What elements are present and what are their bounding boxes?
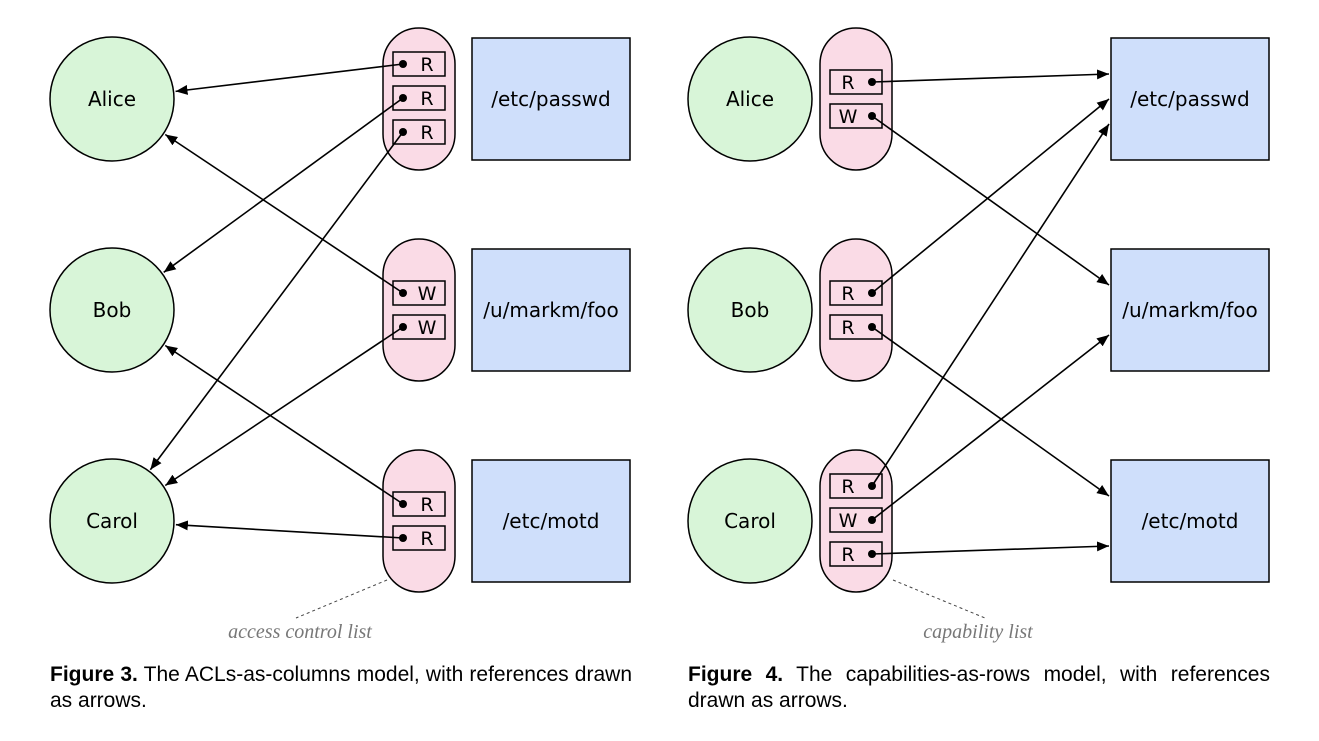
object-node-etc-motd: /etc/motd	[471, 459, 631, 583]
permission-label: R	[841, 72, 854, 94]
subject-node-bob: Bob	[687, 247, 813, 373]
subject-label: Bob	[93, 298, 132, 322]
permission-cell-r: R	[392, 525, 446, 551]
object-box	[1110, 459, 1270, 583]
capability-list-alice	[819, 27, 893, 171]
object-node-u-markm-foo: /u/markm/foo	[1110, 248, 1270, 372]
permission-label: R	[420, 528, 433, 550]
annotation-pointer	[892, 579, 986, 619]
permission-label: W	[839, 106, 858, 128]
reference-arrow	[164, 133, 404, 294]
object-label: /u/markm/foo	[1122, 298, 1257, 322]
permission-cell-box	[829, 314, 883, 340]
reference-arrow	[871, 123, 1110, 487]
permission-label: R	[420, 494, 433, 516]
reference-arrow	[871, 326, 1110, 497]
reference-arrow	[871, 98, 1110, 294]
annotation-pointer	[295, 579, 388, 619]
permission-cell-box	[829, 103, 883, 129]
permission-cell-box	[392, 119, 446, 145]
figure-4-caption-label: Figure 4.	[688, 663, 784, 686]
subject-label: Alice	[726, 87, 774, 111]
permission-cell-r: R	[392, 491, 446, 517]
subject-circle	[687, 458, 813, 584]
permission-cell-box	[829, 280, 883, 306]
object-label: /etc/passwd	[491, 87, 610, 111]
reference-arrow	[164, 326, 404, 487]
figure-4-caption-text: The capabilities-as-rows model, with ref…	[688, 663, 1270, 712]
subject-node-alice: Alice	[687, 36, 813, 162]
subject-label: Alice	[88, 87, 136, 111]
object-box	[471, 459, 631, 583]
figure-3-caption: Figure 3. The ACLs-as-columns model, wit…	[50, 662, 632, 714]
subject-circle	[49, 458, 175, 584]
permission-cell-box	[829, 473, 883, 499]
reference-arrow	[871, 334, 1110, 521]
permission-cell-box	[392, 314, 446, 340]
figure-4-diagram: AliceBobCarol/etc/passwd/u/markm/foo/etc…	[687, 27, 1270, 643]
object-box	[1110, 248, 1270, 372]
subject-node-carol: Carol	[49, 458, 175, 584]
reference-arrow	[175, 520, 404, 539]
object-node-etc-passwd: /etc/passwd	[471, 37, 631, 161]
permission-label: R	[841, 544, 854, 566]
permission-label: R	[841, 476, 854, 498]
subject-circle	[49, 247, 175, 373]
acl-list-u-markm-foo	[382, 238, 456, 382]
permission-cell-box	[392, 491, 446, 517]
annotation-access-control-list: access control list	[228, 621, 372, 643]
acl-list-etc-passwd	[382, 27, 456, 171]
object-label: /etc/passwd	[1130, 87, 1249, 111]
subject-circle	[49, 36, 175, 162]
permission-label: W	[418, 283, 437, 305]
acl-list-etc-motd	[382, 449, 456, 593]
object-label: /etc/motd	[503, 509, 600, 533]
reference-arrow	[871, 115, 1110, 286]
permission-label: W	[418, 317, 437, 339]
reference-arrow	[149, 131, 404, 471]
permission-cell-box	[392, 51, 446, 77]
permission-label: R	[420, 88, 433, 110]
subject-circle	[687, 36, 813, 162]
permission-label: W	[839, 510, 858, 532]
reference-arrow	[175, 63, 404, 95]
permission-cell-w: W	[829, 103, 883, 129]
permission-cell-r: R	[392, 85, 446, 111]
annotation-capability-list: capability list	[923, 621, 1033, 643]
permission-label: R	[841, 317, 854, 339]
capability-list-bob	[819, 238, 893, 382]
object-label: /u/markm/foo	[483, 298, 618, 322]
subject-label: Carol	[724, 509, 776, 533]
subject-node-alice: Alice	[49, 36, 175, 162]
figure-3-caption-label: Figure 3.	[50, 663, 138, 686]
subject-circle	[687, 247, 813, 373]
subject-label: Bob	[731, 298, 770, 322]
object-box	[1110, 37, 1270, 161]
permission-cell-box	[829, 507, 883, 533]
object-node-u-markm-foo: /u/markm/foo	[471, 248, 631, 372]
subject-label: Carol	[86, 509, 138, 533]
subject-node-bob: Bob	[49, 247, 175, 373]
permission-cell-r: R	[392, 51, 446, 77]
permission-label: R	[420, 54, 433, 76]
permission-label: R	[841, 283, 854, 305]
permission-cell-box	[392, 280, 446, 306]
reference-arrow	[871, 69, 1110, 83]
object-node-etc-passwd: /etc/passwd	[1110, 37, 1270, 161]
reference-arrow	[163, 97, 404, 273]
permission-cell-box	[392, 85, 446, 111]
reference-arrow	[164, 344, 404, 505]
figure-4-caption: Figure 4. The capabilities-as-rows model…	[688, 662, 1270, 714]
object-node-etc-motd: /etc/motd	[1110, 459, 1270, 583]
object-label: /etc/motd	[1142, 509, 1239, 533]
object-box	[471, 37, 631, 161]
reference-arrow	[871, 541, 1110, 555]
object-box	[471, 248, 631, 372]
permission-label: R	[420, 122, 433, 144]
subject-node-carol: Carol	[687, 458, 813, 584]
figure-3-caption-text: The ACLs-as-columns model, with referenc…	[50, 663, 632, 712]
permission-cell-w: W	[829, 507, 883, 533]
figure-3-diagram: AliceBobCarol/etc/passwd/u/markm/foo/etc…	[49, 27, 631, 643]
